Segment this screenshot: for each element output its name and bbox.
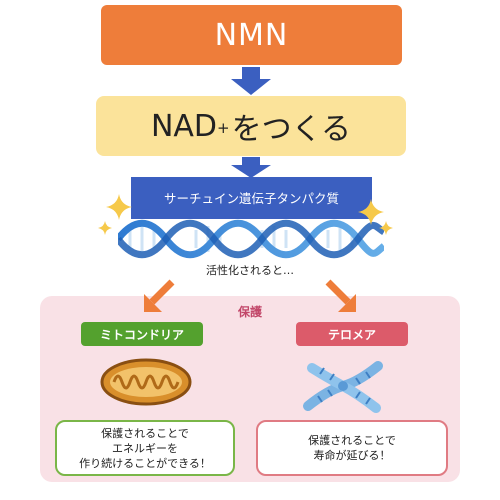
nmn-box: NMN — [101, 5, 402, 65]
mitochondria-label-text: ミトコンドリア — [99, 327, 184, 342]
protection-title-text: 保護 — [237, 305, 262, 319]
nad-label: NAD — [150, 108, 218, 144]
mitochondria-description: 保護されることで エネルギーを 作り続けることができる！ — [55, 420, 235, 476]
mitochondria-label: ミトコンドリア — [81, 322, 203, 346]
sparkle-icon — [106, 194, 132, 220]
mitochondria-desc-line: エネルギーを — [112, 441, 178, 455]
mitochondria-desc-line: 作り続けることができる！ — [79, 456, 211, 470]
arrow-down-icon — [231, 157, 271, 178]
nad-suffix: をつくる — [231, 112, 352, 147]
telomere-desc-line: 保護されることで — [308, 434, 396, 447]
sirtuin-label: サーチュイン遺伝子タンパク質 — [163, 190, 339, 206]
arrow-down-icon — [231, 67, 271, 95]
nmn-label: NMN — [214, 17, 289, 53]
telomere-label-text: テロメア — [327, 327, 376, 342]
mitochondria-desc-line: 保護されることで — [101, 426, 189, 440]
mitochondria-icon — [100, 358, 192, 406]
telomere-description: 保護されることで 寿命が延びる！ — [256, 420, 448, 476]
chromosome-icon — [303, 361, 383, 413]
dna-helix-icon — [118, 219, 384, 259]
telomere-desc-line: 寿命が延びる！ — [313, 449, 391, 462]
arrow-down-left-icon — [144, 279, 175, 312]
protection-title: 保護 — [200, 303, 300, 320]
telomere-label: テロメア — [296, 322, 408, 346]
sparkle-icon — [358, 199, 384, 225]
sparkle-icon — [98, 221, 112, 235]
nad-plus-superscript: + — [217, 119, 230, 137]
sirtuin-box: サーチュイン遺伝子タンパク質 — [131, 177, 372, 219]
activated-caption: 活性化されると… — [150, 262, 350, 278]
nad-box: NAD+をつくる — [96, 96, 406, 156]
activated-text: 活性化されると… — [206, 264, 294, 277]
arrow-down-right-icon — [325, 279, 356, 312]
sparkle-icon — [379, 221, 393, 235]
